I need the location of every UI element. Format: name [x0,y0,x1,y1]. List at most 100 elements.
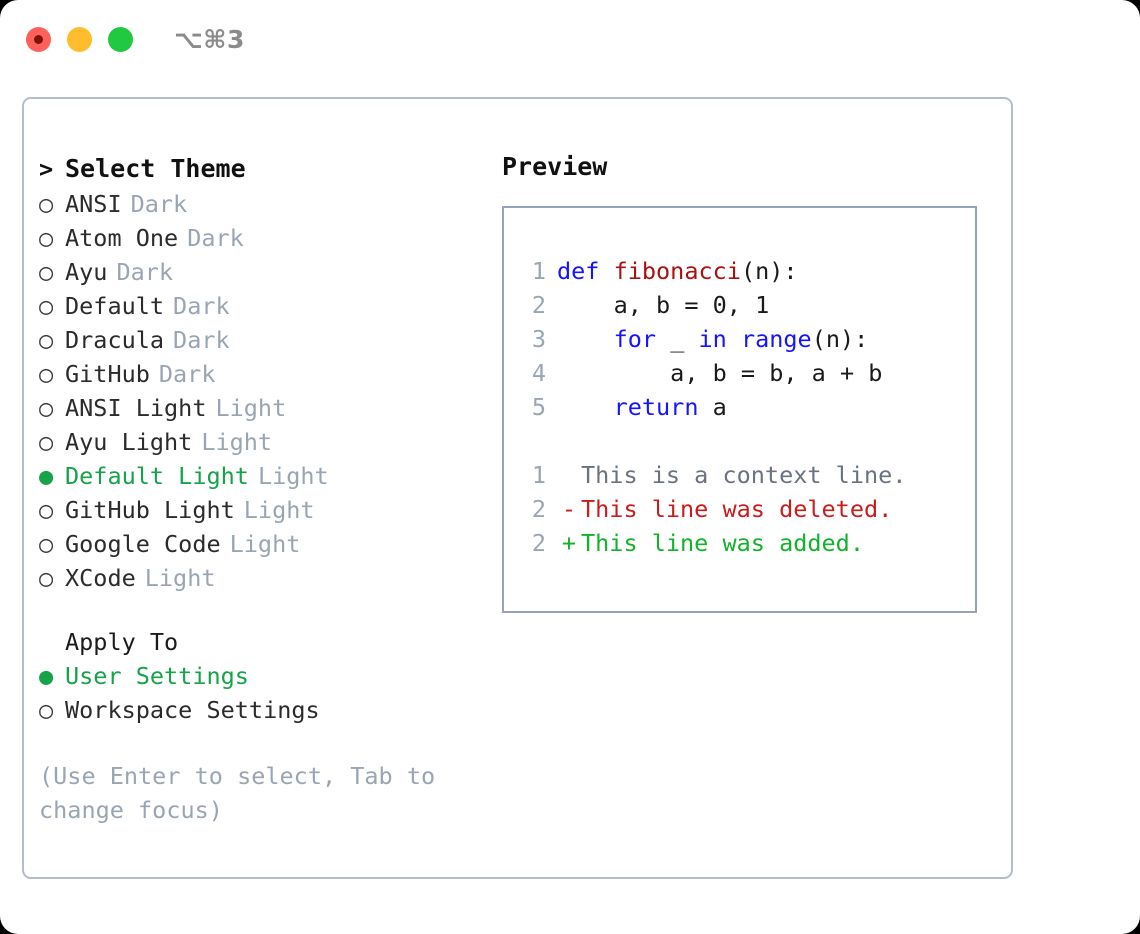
theme-option-variant-tag: Dark [187,224,244,252]
diff-line-text: This is a context line. [581,461,907,489]
code-token-pl: a [698,393,727,421]
radio-selected-icon: ● [39,662,54,690]
code-line-text: for _ in range(n): [557,322,869,356]
radio-unselected-icon: ○ [39,696,54,724]
code-token-fn: fibonacci [613,257,741,285]
theme-option-dracula[interactable]: ○ Dracula Dark [39,323,499,357]
diff-line: 2+This line was added. [518,526,967,560]
preview-title: Preview [502,152,608,181]
radio-unselected-icon: ○ [39,564,54,592]
line-number: 1 [531,257,546,285]
theme-option-ansi-light[interactable]: ○ ANSI Light Light [39,391,499,425]
code-token-kw: def [557,257,614,285]
code-line: 2 a, b = 0, 1 [518,288,967,322]
radio-unselected-icon: ○ [39,496,54,524]
theme-option-label: Default Light [65,462,249,490]
diff-line-text: This line was deleted. [581,495,893,523]
line-number: 5 [531,393,546,421]
code-line: 1 def fibonacci(n): [518,254,967,288]
hint-text: (Use Enter to select, Tab to change focu… [39,762,436,824]
theme-option-variant-tag: Light [257,462,329,490]
theme-option-variant-tag: Light [144,564,216,592]
diff-line: 1 This is a context line. [518,458,967,492]
theme-option-github[interactable]: ○ GitHub Dark [39,357,499,391]
title-bar: ⌥⌘3 [0,0,1140,78]
apply-to-option-workspace-settings[interactable]: ○Workspace Settings [39,693,499,727]
theme-option-variant-tag: Dark [130,190,188,218]
code-token-pl: a, b = b, a + b [557,359,883,387]
close-icon [34,34,43,44]
code-line: 3 for _ in range(n): [518,322,967,356]
radio-unselected-icon: ○ [39,428,54,456]
theme-option-ansi[interactable]: ○ ANSI Dark [39,187,499,221]
radio-unselected-icon: ○ [39,394,54,422]
code-token-pl: (n): [811,325,869,353]
theme-option-label: Atom One [65,224,179,252]
theme-option-label: ANSI Light [65,394,207,422]
code-token-kw: range [740,325,812,353]
radio-selected-icon: ● [39,462,54,490]
code-line-text: a, b = b, a + b [557,356,882,390]
diff-marker-add: + [561,529,577,557]
radio-unselected-icon: ○ [39,190,54,218]
radio-unselected-icon: ○ [39,326,54,354]
select-theme-header: >Select Theme [39,150,499,187]
code-token-kw: in [698,325,727,353]
line-number: 2 [531,291,546,319]
diff-marker-del: - [561,495,577,523]
code-token-kw: return [613,393,699,421]
theme-option-label: GitHub [65,360,150,388]
theme-option-label: Default [65,292,165,320]
code-diff-spacer [518,424,967,458]
code-token-pl [557,393,614,421]
diff-line: 2-This line was deleted. [518,492,967,526]
code-token-pl [557,325,614,353]
code-token-kw: for [613,325,657,353]
apply-to-marker-placeholder: ○ [39,625,65,659]
code-token-pl: _ [656,325,699,353]
theme-option-variant-tag: Light [201,428,273,456]
theme-option-label: GitHub Light [65,496,235,524]
apply-to-header: ○Apply To [39,625,499,659]
theme-option-variant-tag: Light [215,394,287,422]
diff-line-number: 2 [531,495,546,523]
theme-option-variant-tag: Dark [116,258,174,286]
theme-option-default-light[interactable]: ● Default Light Light [39,459,499,493]
apply-to-list: ●User Settings○Workspace Settings [39,659,499,727]
code-token-pl: a, b = 0, 1 [557,291,770,319]
apply-to-title: Apply To [65,628,179,656]
code-line: 5 return a [518,390,967,424]
section-spacer [39,595,499,625]
maximize-window-button[interactable] [108,26,133,52]
line-number: 4 [531,359,546,387]
apply-to-option-user-settings[interactable]: ●User Settings [39,659,499,693]
theme-option-label: Google Code [65,530,221,558]
theme-option-variant-tag: Dark [158,360,216,388]
radio-unselected-icon: ○ [39,530,54,558]
diff-line-text: This line was added. [581,529,864,557]
window-controls [26,26,133,52]
theme-option-variant-tag: Dark [173,326,230,354]
keyboard-shortcut-label: ⌥⌘3 [174,24,245,54]
theme-option-variant-tag: Dark [173,292,230,320]
code-token-pl [727,325,741,353]
minimize-window-button[interactable] [67,26,92,52]
code-line-text: a, b = 0, 1 [557,288,770,322]
code-token-pl: (n): [740,257,798,285]
close-window-button[interactable] [26,26,51,52]
theme-option-label: Ayu [65,258,108,286]
prompt-caret-icon: > [39,155,54,183]
radio-unselected-icon: ○ [39,360,54,388]
theme-option-label: ANSI [65,190,122,218]
theme-option-label: Dracula [65,326,165,354]
